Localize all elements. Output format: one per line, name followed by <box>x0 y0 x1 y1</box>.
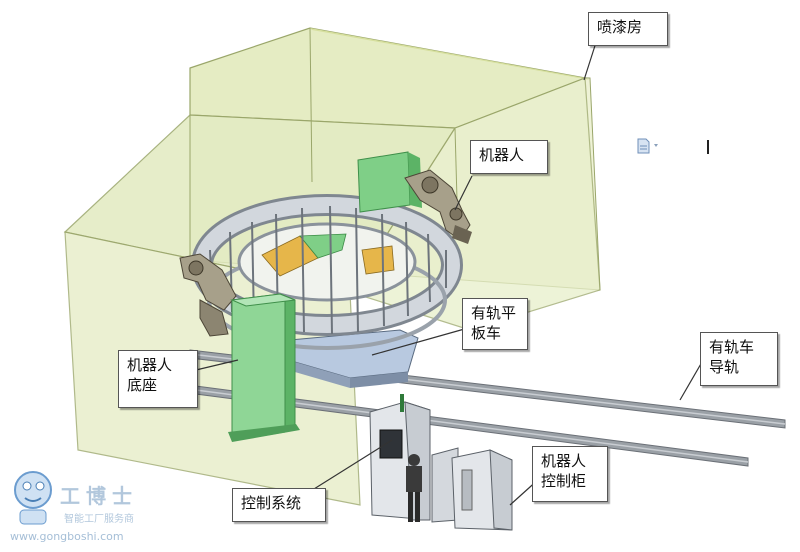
document-icon[interactable] <box>636 138 662 154</box>
label-rail-flatcar-line2: 板车 <box>471 324 502 342</box>
label-paint-booth-text: 喷漆房 <box>597 18 643 36</box>
robot-control-cabinet <box>431 447 513 531</box>
label-rail-flatcar-line1: 有轨平 <box>471 304 517 322</box>
label-rail-guide: 有轨车 导轨 <box>700 332 778 386</box>
robot-left <box>179 253 237 337</box>
label-control-system: 控制系统 <box>232 488 326 522</box>
label-robot-cabinet-line2: 控制柜 <box>541 472 587 490</box>
leader-lines <box>195 29 703 506</box>
watermark-url: www.gongboshi.com <box>10 530 124 543</box>
label-robot-base-line2: 底座 <box>127 376 158 394</box>
label-rail-guide-line1: 有轨车 <box>709 338 755 356</box>
label-rail-guide-line2: 导轨 <box>709 358 740 376</box>
label-control-system-text: 控制系统 <box>241 494 302 512</box>
label-paint-booth: 喷漆房 <box>588 12 668 46</box>
watermark-tagline: 智能工厂服务商 <box>64 514 134 525</box>
robot-base-column <box>228 293 300 442</box>
label-robot: 机器人 <box>470 140 548 174</box>
robot-right <box>357 151 472 244</box>
label-robot-cabinet: 机器人 控制柜 <box>532 446 608 502</box>
label-robot-base: 机器人 底座 <box>118 350 198 408</box>
text-cursor-icon <box>707 140 709 154</box>
label-robot-base-line1: 机器人 <box>127 356 173 374</box>
label-robot-text: 机器人 <box>479 146 525 164</box>
watermark-brand: 工博士 <box>60 484 138 508</box>
label-robot-cabinet-line1: 机器人 <box>541 452 587 470</box>
worker-figure <box>406 454 422 522</box>
label-rail-flatcar: 有轨平 板车 <box>462 298 528 350</box>
robot-mascot-logo <box>14 471 52 525</box>
control-system-cabinet <box>369 394 431 521</box>
